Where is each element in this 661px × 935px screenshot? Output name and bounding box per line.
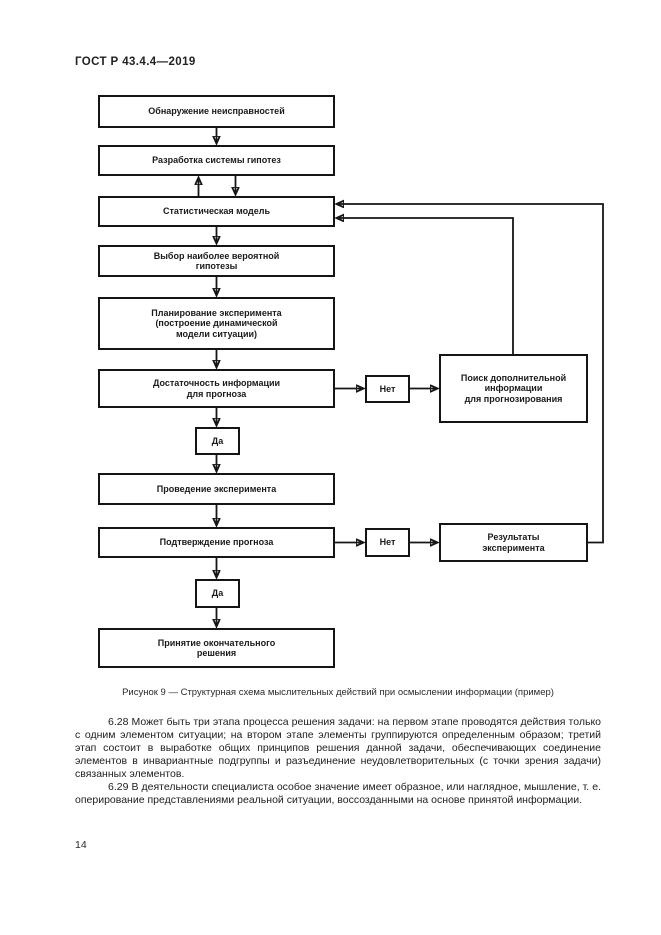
body-text: 6.28 Может быть три этапа процесса решен…	[75, 716, 601, 807]
flow-node-detect-faults: Обнаружение неисправностей	[98, 95, 335, 128]
flow-node-yes-1: Да	[195, 427, 240, 455]
flow-node-no-1: Нет	[365, 375, 410, 403]
flow-node-yes-2: Да	[195, 579, 240, 608]
flow-node-confirm-forecast: Подтверждение прогноза	[98, 527, 335, 558]
connector-search-feedback-to-model	[337, 218, 514, 354]
flow-node-statistical-model: Статистическая модель	[98, 196, 335, 227]
page-number: 14	[75, 839, 87, 851]
flow-node-experiment-results: Результаты эксперимента	[439, 523, 588, 562]
paragraph-6-28: 6.28 Может быть три этапа процесса решен…	[75, 716, 601, 780]
document-header: ГОСТ Р 43.4.4—2019	[75, 56, 196, 68]
flow-node-develop-hypotheses: Разработка системы гипотез	[98, 145, 335, 176]
flow-node-final-decision: Принятие окончательного решения	[98, 628, 335, 668]
flow-node-plan-experiment: Планирование эксперимента (построение ди…	[98, 297, 335, 350]
flow-node-no-2: Нет	[365, 528, 410, 557]
figure-caption: Рисунок 9 — Структурная схема мыслительн…	[122, 687, 554, 698]
flow-node-search-info: Поиск дополнительной информации для прог…	[439, 354, 588, 423]
flow-node-run-experiment: Проведение эксперимента	[98, 473, 335, 505]
paragraph-6-29: 6.29 В деятельности специалиста особое з…	[75, 781, 601, 806]
flow-node-select-hypothesis: Выбор наиболее вероятной гипотезы	[98, 245, 335, 277]
connector-results-feedback-to-model	[337, 204, 604, 544]
flow-node-info-sufficiency: Достаточность информации для прогноза	[98, 369, 335, 408]
